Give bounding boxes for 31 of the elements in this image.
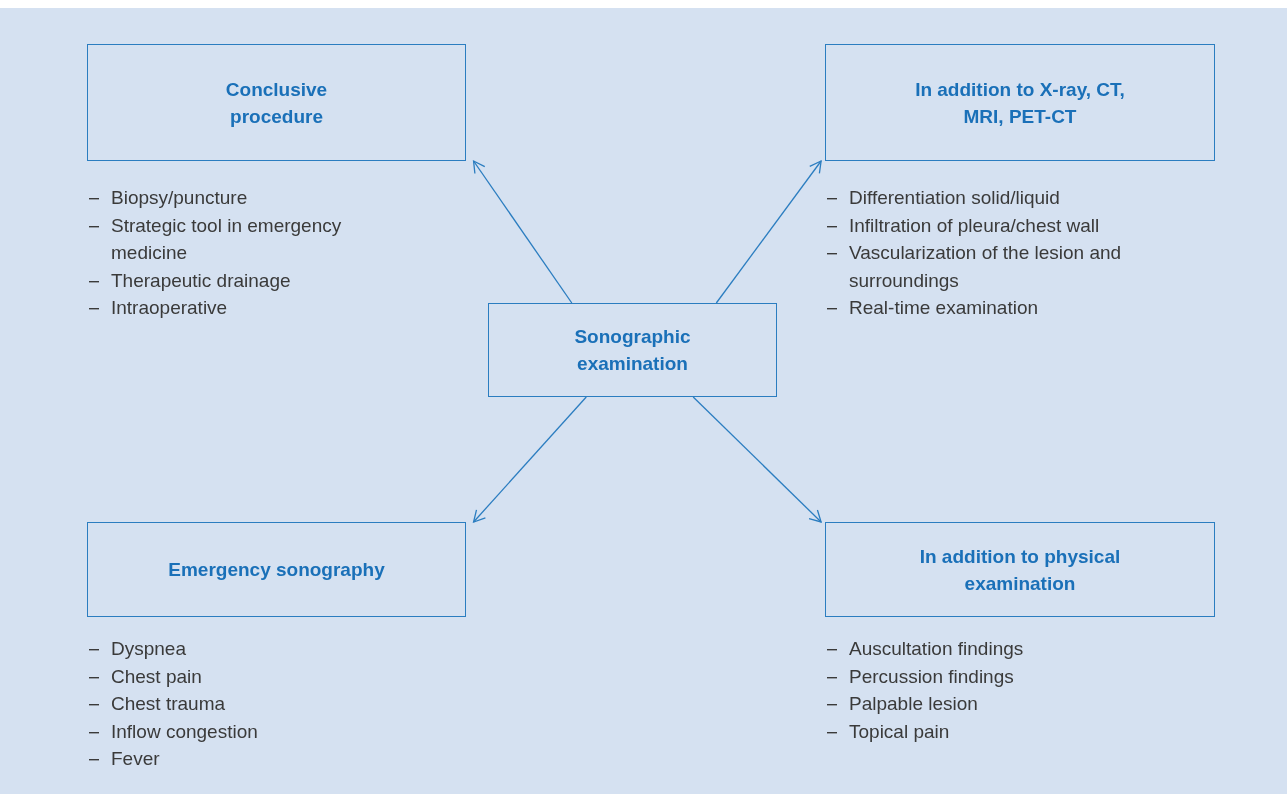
process-box [87,522,466,617]
process-box [488,303,777,397]
list-item: Percussion findings [849,665,1014,687]
box-title: In addition to X-ray, CT, MRI, PET-CT [914,77,1126,129]
list-item: Chest pain [111,665,202,687]
list-item: Strategic tool in emergency medicine [111,214,342,263]
list-item: Intraoperative [111,297,228,318]
list-item: Topical pain [849,720,950,742]
list-item: Therapeutic drainage [111,269,291,291]
list-item: Real-time examination [849,297,1039,318]
list-item: Differentiation solid/liquid [849,187,1060,208]
box-title: Sonographic examination [573,325,692,376]
list-item: Auscultation findings [849,638,1024,659]
list-item: Inflow congestion [111,720,258,742]
list-item: Chest trauma [111,693,226,714]
box-title: Emergency sonography [168,558,385,582]
box-title: In addition to physical examination [918,544,1122,596]
arrow [692,396,822,523]
list-item: Palpable lesion [849,693,978,714]
arrow [472,396,587,523]
arrow [472,160,573,304]
list-item: Vascularization of the lesion and surroundings [849,242,1122,291]
arrow [715,160,822,304]
process-box [825,522,1215,617]
process-box [87,44,466,161]
list-item: Infiltration of pleura/chest wall [849,214,1100,236]
process-box [825,44,1215,161]
box-title: Conclusive procedure [224,77,329,129]
list-item: Fever [111,748,160,769]
list-item: Dyspnea [111,638,186,659]
list-item: Biopsy/puncture [111,187,248,208]
